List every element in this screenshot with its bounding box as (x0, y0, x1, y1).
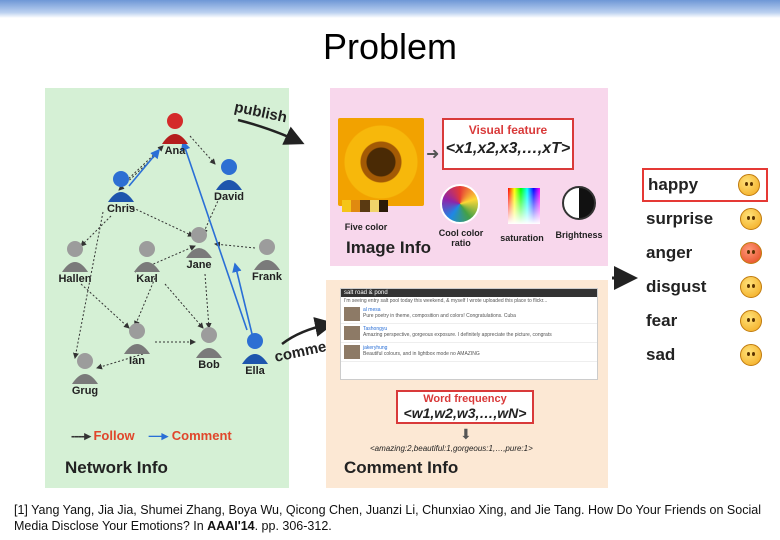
user-node-david: David (209, 158, 249, 203)
fear-emoji-icon (740, 310, 762, 332)
emotion-disgust: disgust (642, 270, 768, 304)
color-wheel-icon (440, 184, 480, 224)
palette-swatch (360, 200, 370, 212)
feature-saturation: saturation (500, 233, 544, 243)
post-text: I'm seeing entry salt pool today this we… (344, 298, 548, 304)
user-node-bob: Bob (189, 326, 229, 371)
slide-title: Problem (322, 26, 458, 67)
word-frequency-box: Word frequency <w1,w2,w3,…,wN> (396, 390, 534, 424)
user-avatar-gray-icon (254, 239, 280, 270)
citation: [1] Yang Yang, Jia Jia, Shumei Zhang, Bo… (14, 503, 761, 533)
anger-emoji-icon (740, 242, 762, 264)
user-avatar-gray-icon (62, 241, 88, 272)
user-avatar-red-icon (162, 113, 188, 144)
user-node-grug: Grug (65, 352, 105, 397)
avatar (344, 307, 360, 321)
image-info-label: Image Info (346, 238, 432, 257)
post-title: salt road & pond (341, 289, 597, 297)
avatar (344, 345, 360, 359)
emotion-anger: anger (642, 236, 768, 270)
dashed-arrow-icon: ----▸ (71, 428, 91, 443)
user-avatar-gray-icon (72, 353, 98, 384)
right-arrow-icon: ➜ (426, 146, 440, 163)
user-node-chris: Chris (101, 170, 141, 215)
user-avatar-gray-icon (134, 241, 160, 272)
user-avatar-gray-icon (196, 327, 222, 358)
comment-legend: —▸ Comment (148, 428, 232, 443)
feature-cool-color-ratio: Cool color ratio (438, 228, 484, 248)
social-post-screenshot: salt road & pond I'm seeing entry salt p… (340, 288, 598, 380)
top-gradient-bar (0, 0, 780, 18)
emotion-sad: sad (642, 338, 768, 372)
emotion-surprise: surprise (642, 202, 768, 236)
down-arrow-icon: ⬇ (460, 426, 472, 442)
emotion-list: happy surprise anger disgust fear sad (642, 168, 768, 372)
palette-swatch (342, 200, 352, 212)
network-legend: ----▸ Follow —▸ Comment (71, 428, 232, 444)
user-avatar-blue-icon (242, 333, 268, 364)
user-avatar-gray-icon (186, 227, 212, 258)
saturation-chart-icon (508, 188, 540, 224)
emotion-happy: happy (642, 168, 768, 202)
sunflower-image (338, 118, 424, 206)
user-node-jane: Jane (179, 226, 219, 271)
happy-emoji-icon (738, 174, 760, 196)
word-frequency-example: <amazing:2,beautiful:1,gorgeous:1,…,pure… (370, 444, 533, 453)
feature-brightness: Brightness (555, 230, 603, 240)
user-node-hallen: Hallen (55, 240, 95, 285)
user-node-frank: Frank (247, 238, 287, 283)
user-avatar-gray-icon (124, 323, 150, 354)
user-node-ella: Ella (235, 332, 275, 377)
visual-feature-box: Visual feature <x1,x2,x3,…,xT> (442, 118, 574, 170)
user-node-ana: Ana (155, 112, 195, 157)
palette-swatch (378, 200, 389, 212)
palette-swatch (351, 200, 361, 212)
user-node-karl: Karl (127, 240, 167, 285)
emotion-fear: fear (642, 304, 768, 338)
citation-venue: AAAI'14 (207, 519, 255, 533)
comment-info-label: Comment Info (344, 458, 459, 477)
comment-info-panel: salt road & pond I'm seeing entry salt p… (326, 280, 608, 488)
user-avatar-blue-icon (216, 159, 242, 190)
network-info-panel: Ana Chris David Hallen Karl Jane Frank I… (45, 88, 289, 488)
brightness-dial-icon (562, 186, 596, 220)
avatar (344, 326, 360, 340)
feature-five-color: Five color (344, 222, 388, 232)
sad-emoji-icon (740, 344, 762, 366)
image-info-panel: ➜ Visual feature <x1,x2,x3,…,xT> Five co… (330, 88, 608, 266)
disgust-emoji-icon (740, 276, 762, 298)
follow-legend: ----▸ Follow (71, 428, 135, 443)
user-avatar-blue-icon (108, 171, 134, 202)
user-node-ian: Ian (117, 322, 157, 367)
five-color-palette (342, 200, 389, 212)
network-info-label: Network Info (65, 458, 168, 477)
palette-swatch (369, 200, 379, 212)
solid-arrow-icon: —▸ (148, 428, 169, 443)
surprise-emoji-icon (740, 208, 762, 230)
